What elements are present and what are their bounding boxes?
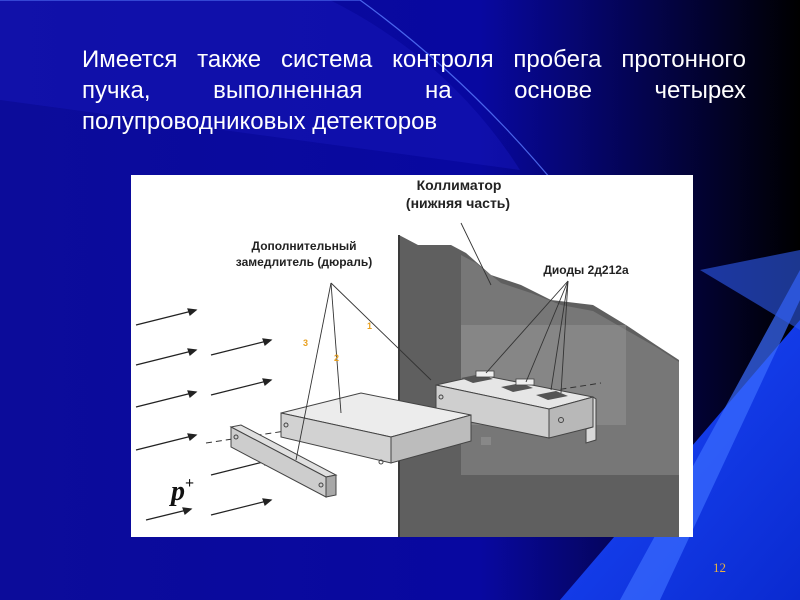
- moderator-label-line2: замедлитель (дюраль): [235, 255, 373, 269]
- collimator-label-line2: (нижняя часть): [405, 195, 511, 211]
- marker-1: 1: [367, 321, 373, 331]
- marker-3: 3: [303, 338, 309, 348]
- proton-symbol: p: [171, 476, 185, 507]
- detector-diagram: Коллиматор (нижняя часть) Дополнительный…: [131, 175, 693, 537]
- thin-plate: [229, 424, 338, 498]
- proton-beam-arrows: [135, 308, 273, 521]
- diodes-label: Диоды 2д212а: [543, 263, 629, 277]
- moderator-label-line1: Дополнительный: [251, 239, 357, 253]
- proton-label: p+: [171, 475, 194, 508]
- diode-housing: [435, 370, 597, 444]
- slide-title: Имеется также система контроля пробега п…: [82, 46, 746, 135]
- collimator-label-line1: Коллиматор: [416, 177, 502, 193]
- marker-2: 2: [334, 353, 340, 363]
- proton-charge: +: [185, 475, 195, 492]
- page-number: 12: [713, 560, 726, 575]
- moderator-block: [280, 392, 472, 465]
